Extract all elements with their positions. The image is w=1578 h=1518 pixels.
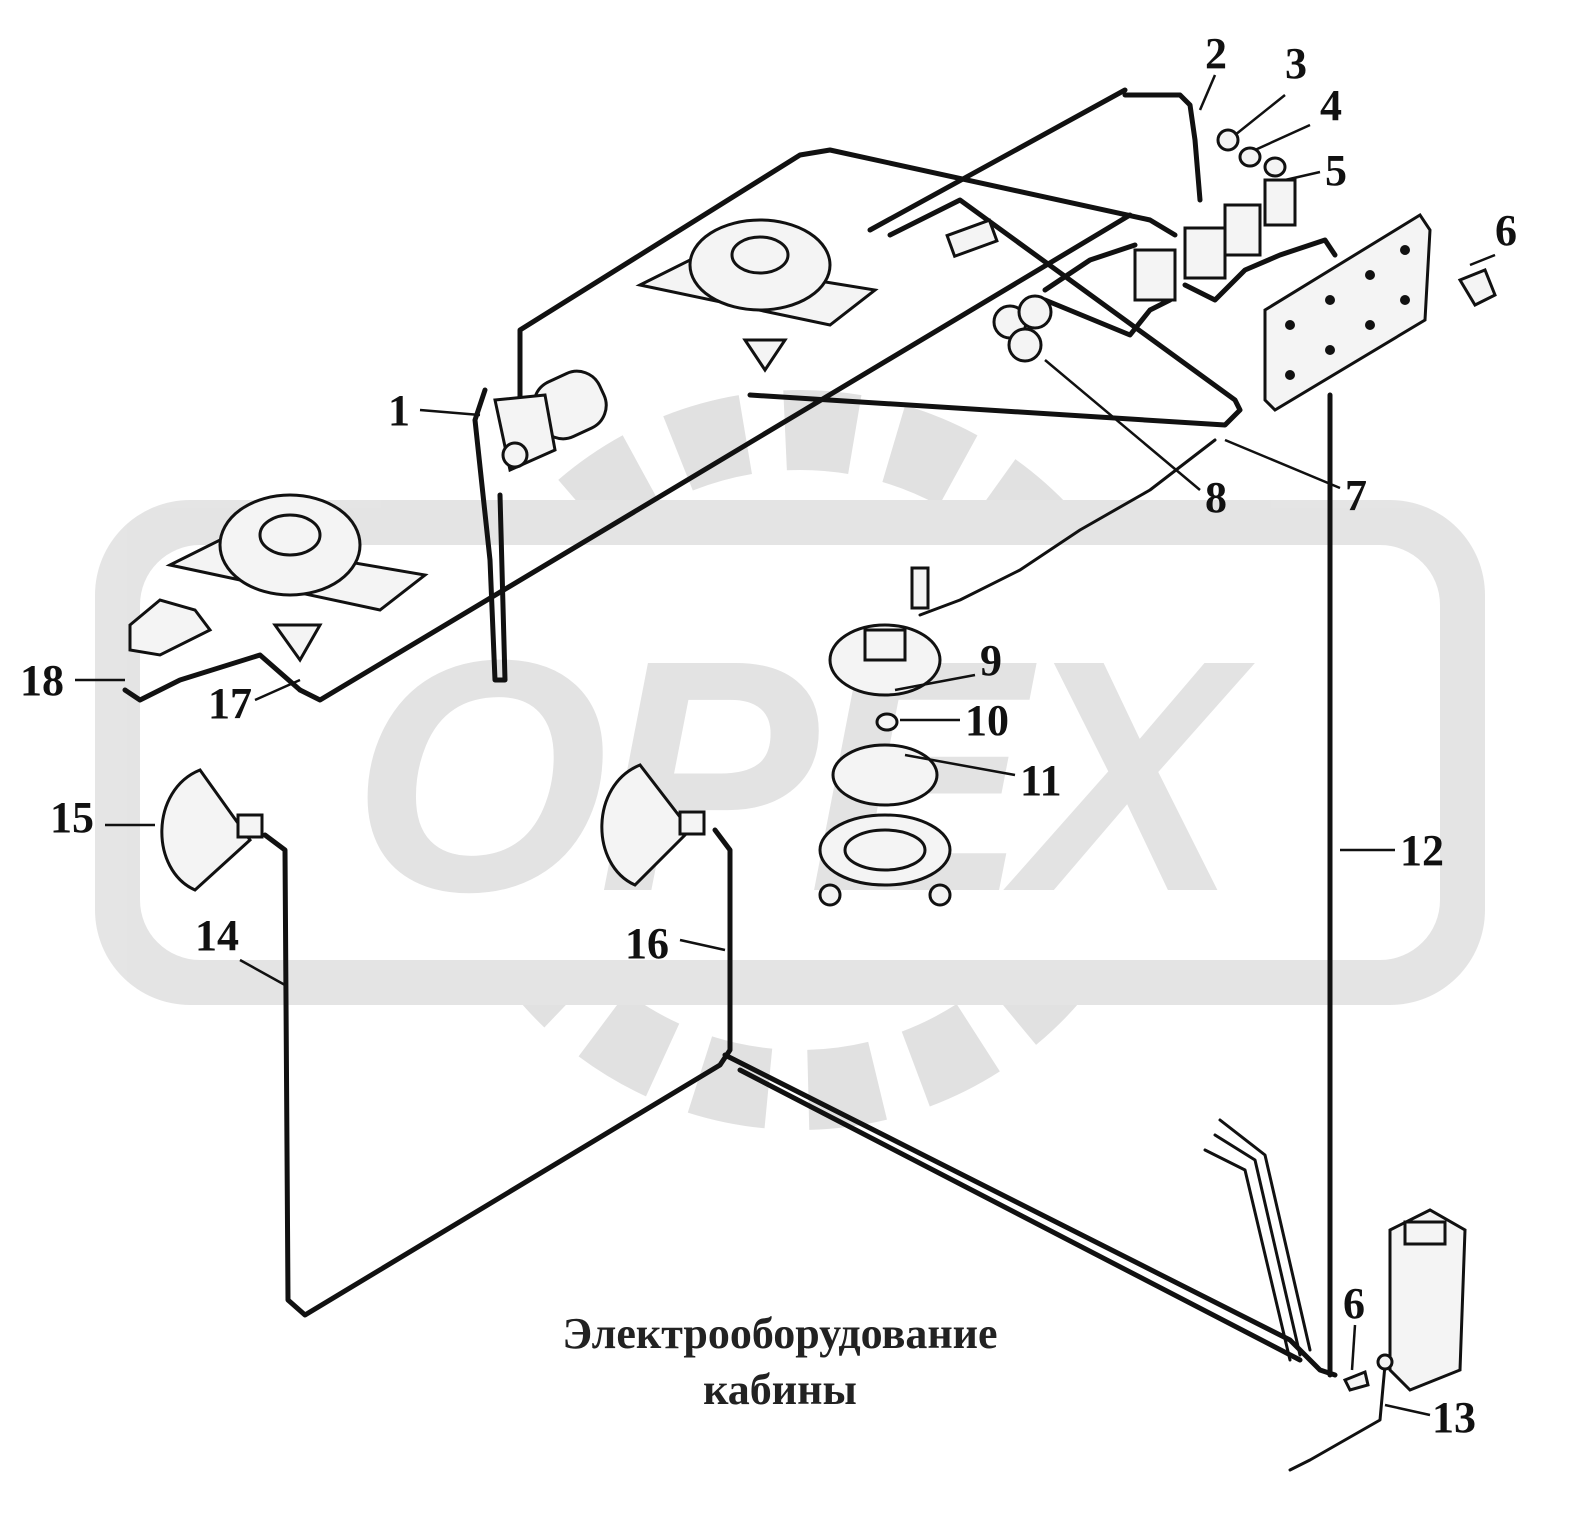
caption-line-1: Электрооборудование	[562, 1309, 998, 1358]
ceiling-lamp	[818, 566, 952, 907]
wiper-motor	[472, 369, 608, 683]
lamp-bolt	[910, 566, 930, 610]
lamp-16	[600, 763, 706, 887]
relay-block	[1133, 128, 1297, 302]
speaker-upper-cone	[730, 235, 790, 275]
callout-5: 5	[1325, 146, 1347, 195]
wire-18	[122, 652, 303, 703]
bracket-18	[128, 598, 213, 657]
callout-11: 11	[1020, 756, 1062, 805]
callout-10: 10	[965, 696, 1009, 745]
speaker-left-tip	[272, 623, 323, 663]
wiring-harness	[122, 87, 1338, 1378]
relay-2	[1183, 226, 1227, 280]
watermark-text: OPEX	[351, 591, 1255, 960]
lamp-16-socket	[678, 810, 706, 836]
callout-9: 9	[980, 636, 1002, 685]
wire-upper-main	[517, 147, 1178, 403]
lamp-socket	[863, 628, 907, 662]
relay-4	[1263, 178, 1297, 227]
socket-13-opening	[1403, 1220, 1447, 1246]
wire-lower-diag	[722, 1052, 1338, 1378]
lamp-screw-b	[928, 883, 952, 907]
lamp-15-shade	[160, 768, 252, 892]
callout-8: 8	[1205, 473, 1227, 522]
connector-8-pin-b	[1017, 294, 1053, 330]
caption-line-2: кабины	[703, 1365, 857, 1414]
ground-eyelet	[1376, 1353, 1394, 1371]
lamp-lens-11	[831, 743, 939, 807]
socket-13-body	[1388, 1208, 1467, 1392]
wire-7	[747, 197, 1243, 428]
speaker-upper	[635, 218, 879, 373]
callout-6-bottom: 6	[1343, 1279, 1365, 1328]
lamp-15	[160, 768, 264, 892]
wire-lamp	[918, 438, 1217, 617]
wire-17-long	[297, 212, 1133, 703]
nut-3	[1216, 128, 1240, 152]
screw-6-top	[1457, 268, 1497, 307]
connector-8-clip	[945, 218, 999, 259]
washer-5	[1263, 156, 1287, 178]
wire-2-diag	[867, 87, 1128, 233]
speaker-upper-tip	[742, 338, 788, 373]
ground-cables	[1203, 1118, 1312, 1362]
lamp-15-socket	[236, 813, 264, 839]
relay-1	[1133, 248, 1177, 302]
callout-labels: 1 2 3 4 5 6 7 8 9 10 11 12 13 14 15 16 1…	[20, 29, 1517, 1442]
wire-2	[1122, 92, 1203, 203]
connector-8-pin-c	[1007, 327, 1043, 363]
connector-8	[945, 218, 1053, 363]
callout-1: 1	[388, 386, 410, 435]
lamp-screw-a	[818, 883, 842, 907]
callout-3: 3	[1285, 39, 1307, 88]
lamp-16-shade	[600, 763, 692, 887]
lamp-rim-inner	[843, 828, 927, 872]
mounting-plate-body	[1263, 212, 1432, 412]
leader-lines	[75, 74, 1496, 1417]
lamp-bulb-10	[875, 712, 899, 732]
wiper-pivot	[501, 441, 529, 469]
callout-18: 18	[20, 656, 64, 705]
callout-6-top: 6	[1495, 206, 1517, 255]
wire-to-connectors	[1042, 242, 1173, 338]
speaker-left	[128, 493, 429, 663]
wire-lower-diag-2	[737, 1067, 1303, 1363]
callout-12: 12	[1400, 826, 1444, 875]
callout-14: 14	[195, 911, 239, 960]
diagram-caption: Электрооборудование кабины	[430, 1306, 1130, 1418]
washer-4	[1238, 146, 1262, 168]
ground-strap-13	[1288, 1363, 1387, 1472]
relay-3	[1223, 203, 1262, 257]
watermark-band-inner	[140, 545, 1440, 960]
socket-13	[1288, 1208, 1467, 1472]
screw-6-bottom	[1342, 1369, 1370, 1392]
mounting-plate	[1263, 212, 1497, 412]
wire-14-16	[262, 827, 733, 1318]
wire-to-relays	[1182, 237, 1338, 303]
callout-4: 4	[1320, 81, 1342, 130]
callout-13: 13	[1432, 1393, 1476, 1442]
callout-16: 16	[625, 919, 669, 968]
callout-2: 2	[1205, 29, 1227, 78]
callout-15: 15	[50, 793, 94, 842]
speaker-left-cone	[258, 513, 322, 557]
callout-7: 7	[1345, 471, 1367, 520]
callout-17: 17	[208, 679, 252, 728]
